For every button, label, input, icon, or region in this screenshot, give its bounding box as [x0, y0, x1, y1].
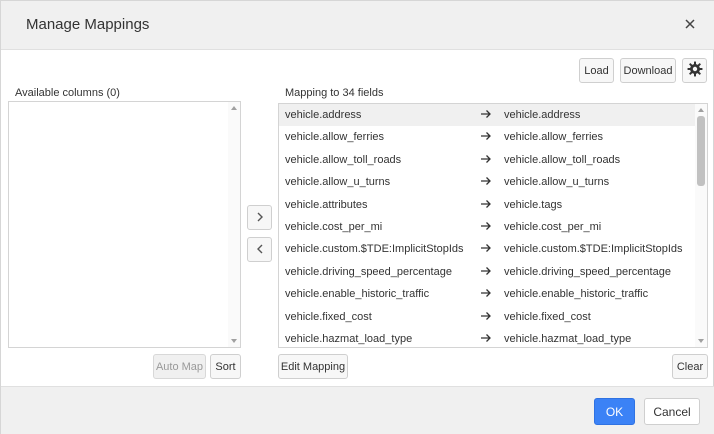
- arrow-right-icon: [480, 153, 492, 165]
- scroll-up-icon[interactable]: [231, 106, 237, 110]
- arrow-right-icon: [480, 332, 492, 344]
- mapping-rows: vehicle.address vehicle.address vehicle.al…: [279, 104, 695, 347]
- cancel-button[interactable]: Cancel: [644, 398, 700, 425]
- move-right-button[interactable]: [247, 205, 272, 230]
- mapping-row[interactable]: vehicle.custom.$TDE:ImplicitStopIds vehic…: [279, 238, 695, 260]
- target-field: vehicle.hazmat_load_type: [504, 332, 632, 345]
- ok-button[interactable]: OK: [594, 398, 635, 425]
- source-field: vehicle.custom.$TDE:ImplicitStopIds: [285, 243, 464, 256]
- source-field: vehicle.attributes: [285, 198, 368, 211]
- dialog-footer: OK Cancel: [1, 386, 714, 434]
- mapping-fields-label: Mapping to 34 fields: [285, 87, 384, 99]
- load-button[interactable]: Load: [579, 58, 614, 83]
- arrow-right-icon: [480, 310, 492, 322]
- arrow-right-icon: [480, 242, 492, 254]
- target-field: vehicle.cost_per_mi: [504, 220, 602, 233]
- auto-map-button[interactable]: Auto Map: [153, 354, 206, 379]
- mapping-row[interactable]: vehicle.enable_historic_traffic vehicle.e…: [279, 283, 695, 305]
- target-field: vehicle.driving_speed_percentage: [504, 265, 671, 278]
- mapping-row[interactable]: vehicle.allow_ferries vehicle.allow_ferri…: [279, 126, 695, 148]
- available-columns-list[interactable]: [8, 101, 241, 348]
- mapping-row[interactable]: vehicle.allow_u_turns vehicle.allow_u_tur…: [279, 171, 695, 193]
- target-field: vehicle.allow_ferries: [504, 131, 604, 144]
- edit-mapping-button[interactable]: Edit Mapping: [278, 354, 348, 379]
- scroll-thumb[interactable]: [697, 116, 705, 186]
- scroll-up-icon[interactable]: [698, 108, 704, 112]
- settings-button[interactable]: [682, 58, 707, 83]
- move-left-button[interactable]: [247, 237, 272, 262]
- arrow-right-icon: [480, 108, 492, 120]
- source-field: vehicle.enable_historic_traffic: [285, 288, 430, 301]
- mapping-row[interactable]: vehicle.attributes vehicle.tags: [279, 194, 695, 216]
- mapping-row[interactable]: vehicle.hazmat_load_type vehicle.hazmat_l…: [279, 328, 695, 347]
- source-field: vehicle.allow_ferries: [285, 131, 385, 144]
- target-field: vehicle.tags: [504, 198, 563, 211]
- source-field: vehicle.hazmat_load_type: [285, 332, 413, 345]
- arrow-right-icon: [480, 198, 492, 210]
- source-field: vehicle.allow_u_turns: [285, 176, 391, 189]
- source-field: vehicle.cost_per_mi: [285, 220, 383, 233]
- arrow-right-icon: [480, 175, 492, 187]
- clear-button[interactable]: Clear: [672, 354, 708, 379]
- source-field: vehicle.allow_toll_roads: [285, 153, 402, 166]
- arrow-right-icon: [480, 220, 492, 232]
- target-field: vehicle.custom.$TDE:ImplicitStopIds: [504, 243, 683, 256]
- download-button[interactable]: Download: [620, 58, 676, 83]
- target-field: vehicle.address: [504, 109, 581, 121]
- source-field: vehicle.fixed_cost: [285, 310, 372, 323]
- target-field: vehicle.allow_u_turns: [504, 176, 610, 189]
- dialog-header: Manage Mappings: [1, 1, 714, 50]
- mapping-row[interactable]: vehicle.driving_speed_percentage vehicle.…: [279, 261, 695, 283]
- mapping-row[interactable]: vehicle.address vehicle.address: [279, 104, 695, 127]
- source-field: vehicle.driving_speed_percentage: [285, 265, 452, 278]
- mapping-row[interactable]: vehicle.cost_per_mi vehicle.cost_per_mi: [279, 216, 695, 238]
- gear-icon: [687, 61, 703, 80]
- available-scrollbar[interactable]: [228, 102, 240, 347]
- target-field: vehicle.enable_historic_traffic: [504, 288, 649, 301]
- sort-button[interactable]: Sort: [210, 354, 241, 379]
- chevron-left-icon: [255, 241, 265, 259]
- mapping-row[interactable]: vehicle.allow_toll_roads vehicle.allow_to…: [279, 149, 695, 171]
- source-field: vehicle.address: [285, 109, 362, 121]
- target-field: vehicle.fixed_cost: [504, 310, 591, 323]
- mapping-scrollbar[interactable]: [695, 104, 707, 347]
- arrow-right-icon: [480, 287, 492, 299]
- scroll-down-icon[interactable]: [231, 339, 237, 343]
- chevron-right-icon: [255, 209, 265, 227]
- close-icon[interactable]: [681, 15, 699, 33]
- mapping-list[interactable]: vehicle.address vehicle.address vehicle.al…: [278, 103, 708, 348]
- arrow-right-icon: [480, 265, 492, 277]
- target-field: vehicle.allow_toll_roads: [504, 153, 621, 166]
- dialog-title: Manage Mappings: [26, 16, 150, 33]
- available-columns-label: Available columns (0): [15, 87, 120, 99]
- scroll-down-icon[interactable]: [698, 339, 704, 343]
- mapping-row[interactable]: vehicle.fixed_cost vehicle.fixed_cost: [279, 306, 695, 328]
- arrow-right-icon: [480, 130, 492, 142]
